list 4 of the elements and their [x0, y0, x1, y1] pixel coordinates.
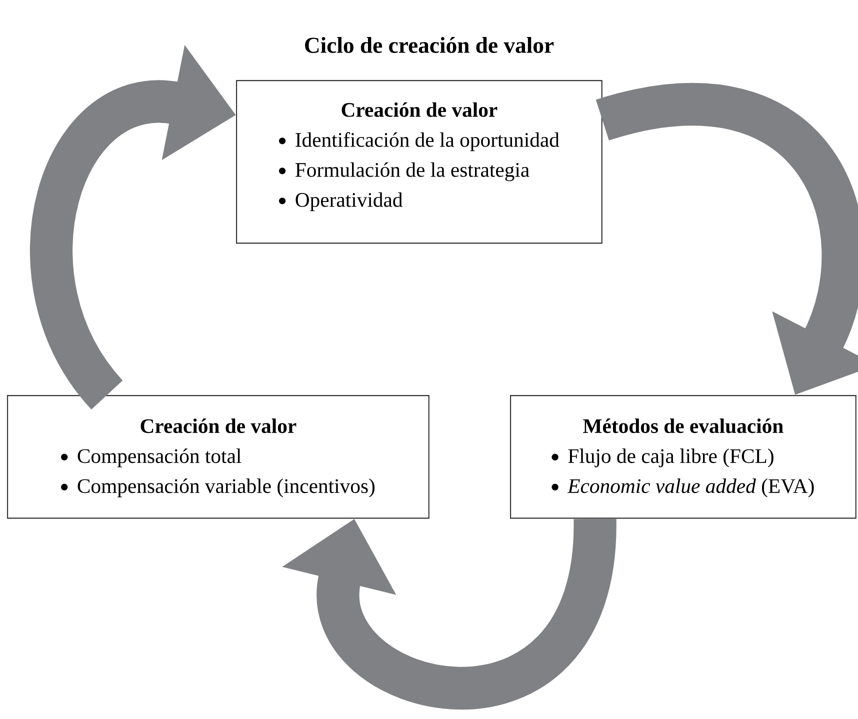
- text-box: Creación de valor Identificación de la oportunidad Formulación de la estrategia Operatividad: [236, 80, 602, 244]
- text-box: Métodos de evaluación Flujo de caja libre (FCL) Economic value added (EVA): [510, 395, 856, 519]
- text-box: Creación de valor Compensación total Compensación variable (incentivos): [7, 395, 430, 519]
- title: Ciclo de creación de valor: [305, 37, 554, 53]
